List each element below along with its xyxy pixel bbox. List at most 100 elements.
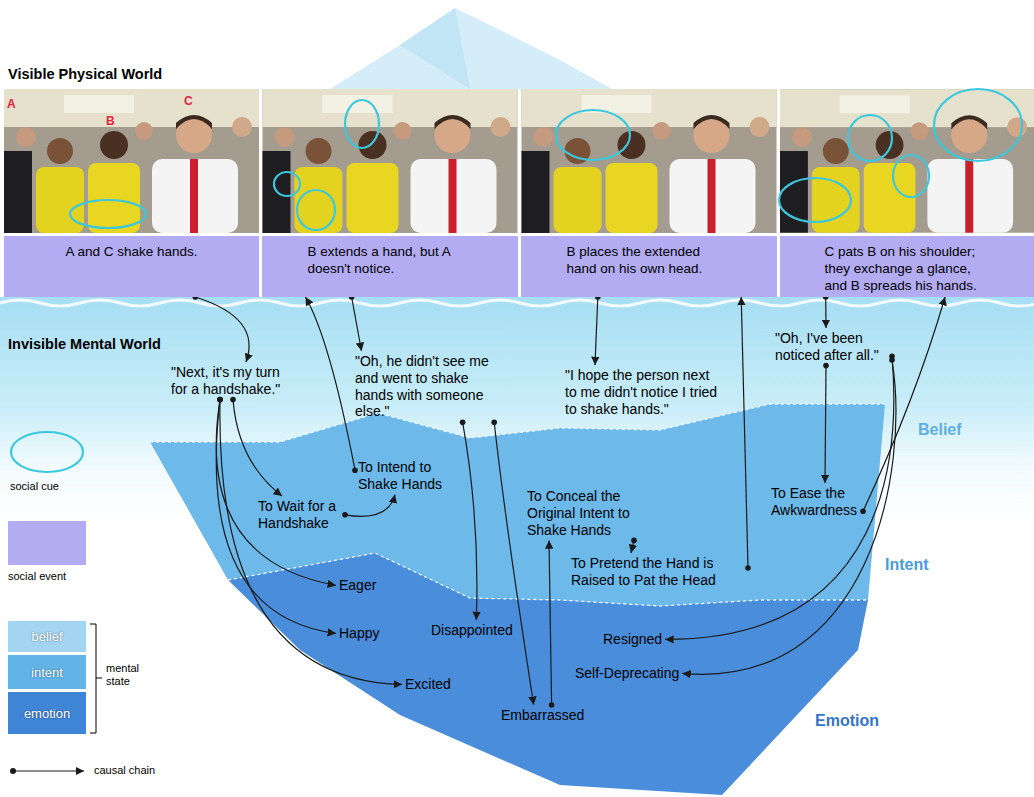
causal-chain-arrow [863, 297, 945, 511]
causal-chain-arrow [595, 297, 598, 365]
bracket-label: mental state [106, 662, 150, 688]
social-cue-circle [297, 190, 335, 230]
causal-chain-origin [549, 702, 555, 708]
causal-chain-origin [230, 397, 236, 403]
social-cue-circle [848, 115, 892, 161]
legend-swatch: emotion [8, 692, 86, 734]
causal-chain-origin [460, 419, 466, 425]
node-text: To Intend to Shake Hands [358, 459, 452, 493]
node-text: Excited [405, 676, 451, 693]
node-text: To Pretend the Hand is Raised to Pat the… [571, 555, 745, 589]
section-heading: Visible Physical World [8, 66, 162, 82]
node-text: A and C shake hands. [65, 244, 197, 261]
person-tag: C [184, 94, 193, 108]
node-text: Disappointed [431, 622, 513, 639]
node-text: To Wait for a Handshake [258, 498, 342, 532]
legend-entry: social event [8, 570, 66, 582]
mental-state-node: "Oh, I've been noticed after all." [772, 328, 892, 366]
mental-state-node: To Wait for a Handshake [255, 496, 345, 534]
causal-chain-origin [631, 538, 637, 544]
node-text: Eager [339, 577, 376, 594]
causal-chain-arrow [195, 297, 249, 362]
legend-entry: causal chain [94, 764, 155, 776]
video-frame [263, 89, 518, 233]
section-heading: Invisible Mental World [8, 336, 161, 352]
legend-text: emotion [24, 706, 70, 721]
node-text: Self-Deprecating [575, 665, 679, 682]
causal-chain-origin [217, 397, 223, 403]
node-text: Embarrassed [501, 707, 584, 724]
mental-state-node: Disappointed [428, 620, 516, 641]
causal-chain-arrow [494, 422, 534, 705]
social-cue-circle [556, 110, 630, 160]
mental-state-node: "I hope the person next to me didn't not… [562, 365, 727, 419]
mental-state-node: Excited [402, 674, 454, 695]
mental-state-node: Resigned [600, 629, 665, 650]
causal-chain-arrow [220, 400, 402, 685]
social-event-box: A and C shake hands. [4, 236, 259, 297]
legend-swatch: intent [8, 655, 86, 689]
causal-chain-origin [342, 512, 348, 518]
node-text: "Oh, I've been noticed after all." [775, 330, 889, 364]
node-text: "Oh, he didn't see me and went to shake … [355, 353, 507, 420]
causal-chain-arrow [216, 400, 336, 586]
legend-swatch: belief [8, 621, 86, 652]
social-event-box: B extends a hand, but A doesn't notice. [262, 236, 518, 297]
mental-state-node: Eager [336, 575, 379, 596]
node-text: "Next, it's my turn for a handshake." [171, 364, 295, 398]
causal-chain-arrow [306, 297, 356, 470]
social-cue-circle [893, 155, 929, 197]
video-frame [522, 89, 777, 233]
social-cue-circle [934, 89, 1022, 161]
mental-state-node: To Intend to Shake Hands [355, 457, 455, 495]
node-text: B extends a hand, but A doesn't notice. [308, 244, 473, 278]
legend-text: social cue [10, 480, 59, 492]
mental-state-node: "Oh, he didn't see me and went to shake … [352, 351, 510, 422]
causal-chain-arrow [352, 297, 362, 351]
legend-cue-sample [11, 432, 83, 472]
causal-chain-origin [352, 467, 358, 473]
sea [0, 297, 1034, 797]
iceberg-facet [400, 8, 470, 89]
mental-state-node: Happy [336, 623, 382, 644]
causal-chain-origin [217, 397, 223, 403]
node-text: C pats B on his shoulder; they exchange … [825, 244, 990, 295]
mental-state-node: Embarrassed [498, 705, 587, 726]
layer-boundary [150, 404, 885, 442]
node-text: To Conceal the Original Intent to Shake … [527, 488, 646, 538]
causal-chain-arrow [233, 400, 282, 496]
layer-label: Belief [918, 421, 962, 439]
causal-chain-origin [491, 419, 497, 425]
mental-state-node: Self-Deprecating [572, 663, 682, 684]
layer-label: Emotion [815, 712, 879, 730]
social-cue-circle [70, 200, 146, 228]
mental-state-node: "Next, it's my turn for a handshake." [168, 362, 298, 400]
water-line [0, 300, 1034, 306]
legend-bracket [90, 624, 102, 733]
mental-state-node: To Conceal the Original Intent to Shake … [524, 486, 649, 540]
causal-chain-origin [860, 508, 866, 514]
legend-text: intent [31, 665, 63, 680]
node-text: "I hope the person next to me didn't not… [565, 367, 724, 417]
causal-chain-arrow [549, 540, 552, 705]
causal-chain-origin [823, 363, 829, 369]
causal-chain-origin [745, 565, 751, 571]
node-text: B places the extended hand on his own he… [567, 244, 732, 278]
person-tag: A [7, 97, 16, 111]
legend-text: social event [8, 570, 66, 582]
social-event-box: C pats B on his shoulder; they exchange … [780, 236, 1034, 297]
causal-chain-origin [889, 357, 895, 363]
social-cue-circle [345, 100, 379, 148]
causal-chain-arrow [345, 495, 395, 517]
mental-state-node: To Ease the Awkwardness [768, 483, 863, 521]
legend-chain-line [13, 770, 84, 771]
iceberg-tip [330, 8, 612, 89]
legend-text: belief [31, 629, 62, 644]
causal-chain-arrow [682, 360, 896, 674]
causal-chain-arrow [741, 297, 748, 568]
social-cue-circle [274, 172, 300, 196]
causal-chain-arrow [825, 366, 826, 483]
person-tag: B [106, 114, 115, 128]
